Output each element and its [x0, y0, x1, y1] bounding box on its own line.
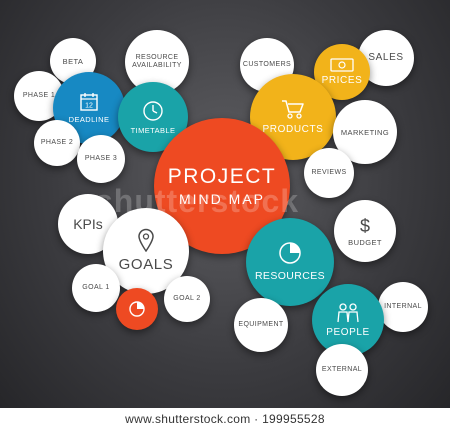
node-prices-label: PRICES: [321, 74, 363, 86]
footer-bar: www.shutterstock.com · 199955528: [0, 408, 450, 430]
footer-text: www.shutterstock.com · 199955528: [125, 412, 325, 426]
node-goals-chart: [116, 288, 158, 330]
svg-text:$: $: [360, 216, 370, 236]
node-equipment: EQUIPMENT: [234, 298, 288, 352]
node-customers-label: CUSTOMERS: [242, 60, 292, 68]
pin-icon: [138, 228, 154, 252]
node-external-label: EXTERNAL: [321, 365, 363, 373]
node-resources: RESOURCES: [246, 218, 334, 306]
node-timetable-label: TIMETABLE: [130, 125, 176, 135]
node-beta-label: BETA: [62, 56, 84, 66]
node-phase1-label: PHASE 1: [22, 91, 56, 99]
node-goal2: GOAL 2: [164, 276, 210, 322]
cash-icon: [330, 57, 354, 72]
calendar-day: 12: [85, 103, 93, 110]
node-reviews-label: REVIEWS: [311, 168, 347, 176]
pie-chart-icon: [129, 301, 145, 317]
dollar-icon: $: [360, 216, 370, 236]
pie-chart-icon: [279, 242, 301, 264]
node-reviews: REVIEWS: [304, 148, 354, 198]
center-title: PROJECT: [167, 164, 277, 188]
clock-icon: [143, 100, 163, 121]
node-people-label: PEOPLE: [326, 326, 370, 338]
node-budget-label: BUDGET: [348, 237, 382, 247]
node-resources-label: RESOURCES: [254, 270, 326, 283]
node-resource-label-2: AVAILABILITY: [132, 62, 182, 69]
node-goals-label: GOALS: [118, 256, 174, 273]
node-budget: $ BUDGET: [334, 200, 396, 262]
calendar-icon: 12: [80, 93, 98, 111]
center-subtitle: MIND MAP: [179, 190, 265, 207]
node-internal-label: INTERNAL: [384, 302, 422, 310]
node-equipment-label: EQUIPMENT: [238, 320, 284, 328]
node-goal1: GOAL 1: [72, 264, 120, 312]
node-people: PEOPLE: [312, 284, 384, 356]
node-products-label: PRODUCTS: [262, 124, 324, 135]
node-deadline-label: DEADLINE: [68, 115, 110, 124]
node-resource-label-1: RESOURCE: [135, 53, 179, 61]
node-phase3: PHASE 3: [77, 135, 125, 183]
node-sales-label: SALES: [368, 52, 404, 63]
node-internal: INTERNAL: [378, 282, 428, 332]
node-goal1-label: GOAL 1: [82, 283, 110, 291]
node-external: EXTERNAL: [316, 344, 368, 396]
node-kpis-label: KPIs: [73, 216, 103, 232]
node-phase2-label: PHASE 2: [40, 138, 74, 146]
node-marketing-label: MARKETING: [340, 127, 390, 137]
node-phase3-label: PHASE 3: [84, 154, 118, 162]
cart-icon: [282, 100, 304, 119]
node-goal2-label: GOAL 2: [173, 294, 201, 302]
node-phase2: PHASE 2: [34, 120, 80, 166]
people-icon: [337, 302, 359, 322]
